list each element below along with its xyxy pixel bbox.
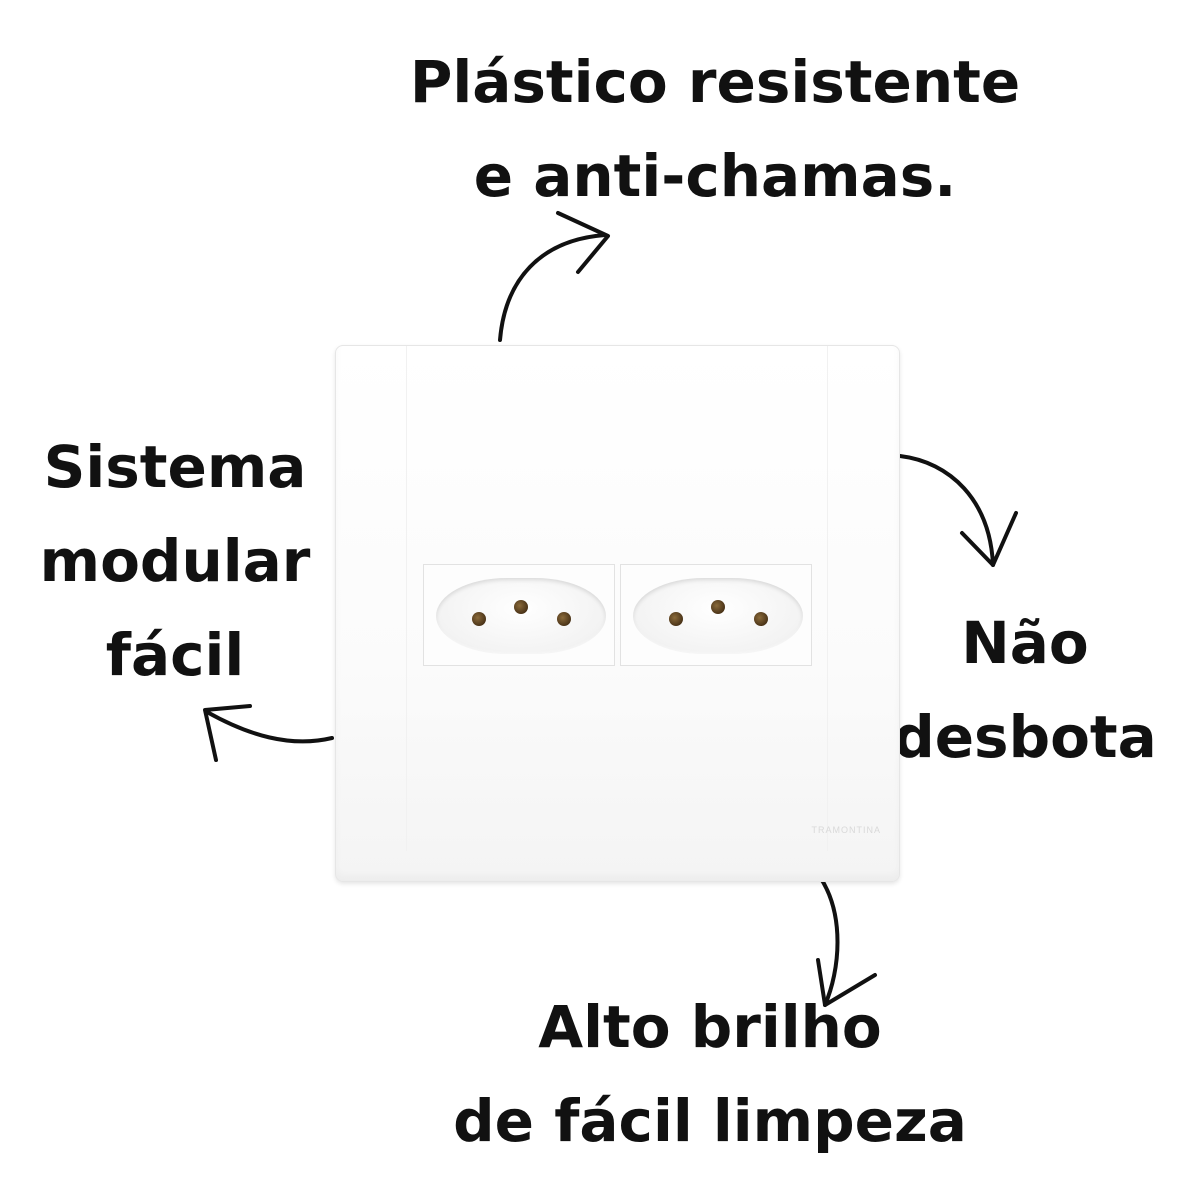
socket-hole (711, 600, 725, 614)
arrow-to-bottom-caption (818, 875, 840, 1007)
caption-line: de fácil limpeza (453, 1087, 967, 1155)
socket-hole (514, 600, 528, 614)
caption-line: Plástico resistente (409, 48, 1021, 116)
caption-line: modular (39, 527, 311, 595)
arrow-to-left-caption (205, 710, 334, 744)
caption-line: e anti-chamas. (473, 142, 957, 210)
arrowhead-right (960, 511, 1018, 567)
plate-inner-frame (406, 346, 828, 851)
socket-hole (472, 612, 486, 626)
arrowhead-bottom (816, 958, 877, 1007)
caption-line: fácil (105, 621, 245, 689)
wall-plate: TRAMONTINA (335, 345, 900, 882)
caption-line: Alto brilho (538, 993, 882, 1061)
caption-line: Sistema (43, 433, 307, 501)
arrow-to-right-caption (898, 454, 995, 567)
socket-hole (754, 612, 768, 626)
caption-modular-system: Sistema modular fácil (20, 420, 330, 702)
caption-high-gloss: Alto brilho de fácil limpeza (350, 980, 1070, 1168)
socket-hole (669, 612, 683, 626)
caption-resistant-plastic: Plástico resistente e anti-chamas. (320, 35, 1110, 223)
arrow-to-top-caption (498, 233, 607, 342)
outlet-socket (633, 578, 803, 654)
outlet-socket (436, 578, 606, 654)
arrowhead-left (203, 704, 252, 762)
socket-hole (557, 612, 571, 626)
caption-no-fading: Não desbota (880, 596, 1170, 784)
power-outlet-right (620, 564, 812, 666)
caption-line: desbota (893, 703, 1157, 771)
brand-logo: TRAMONTINA (811, 825, 881, 835)
arrowhead-top (556, 211, 610, 274)
power-outlet-left (423, 564, 615, 666)
caption-line: Não (961, 609, 1089, 677)
